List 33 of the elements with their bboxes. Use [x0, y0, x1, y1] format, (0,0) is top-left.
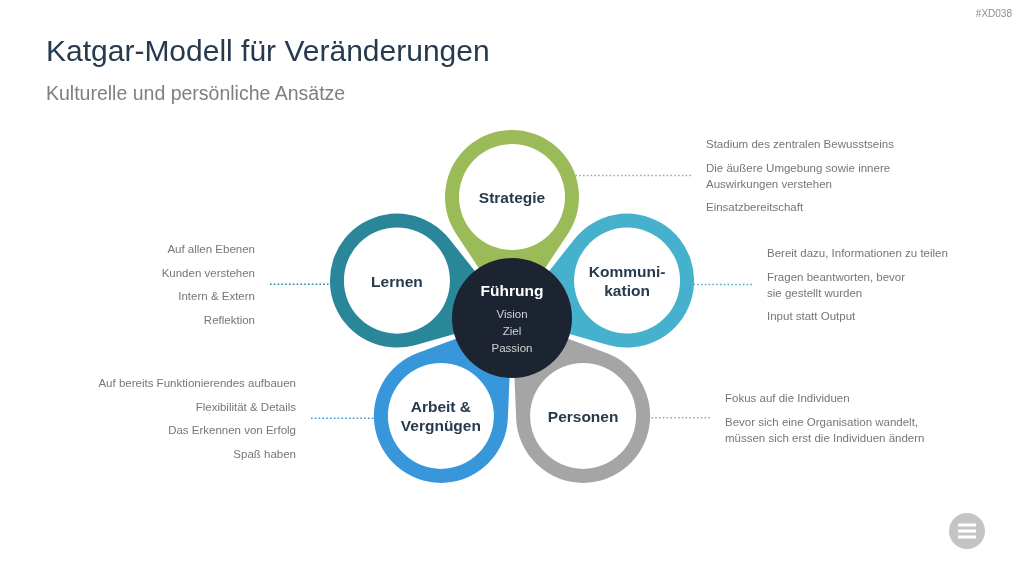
petal-label: Strategie: [478, 187, 546, 207]
petal-label: Personen: [547, 406, 619, 426]
center-title: Führung: [480, 280, 544, 300]
slide-title: Katgar-Modell für Veränderungen: [46, 33, 490, 69]
petal-label: Lernen: [371, 271, 423, 291]
slide-code: #XD038: [975, 7, 1012, 20]
leader-line: [693, 283, 753, 286]
note-text: Stadium des zentralen Bewusstseins: [706, 137, 894, 152]
petal-label: Arbeit & Vergnügen: [400, 396, 481, 435]
note-text: Die äußere Umgebung sowie innere Auswirkungen verstehen: [706, 160, 892, 192]
note-text: Bevor sich eine Organisation wandelt, müssen sich erst die Individuen ändern: [725, 414, 926, 446]
note-text: Bereit dazu, Informationen zu teilen: [767, 246, 948, 261]
leader-line: [269, 283, 331, 286]
leader-line: [649, 417, 711, 419]
note-text: Spaß haben: [233, 446, 296, 462]
note-text: Flexibilität & Details: [195, 399, 296, 415]
leader-line: [310, 417, 375, 420]
note-text: Input statt Output: [767, 309, 856, 324]
note-text: Auf allen Ebenen: [167, 242, 255, 257]
leader-line: [574, 174, 692, 177]
center-item: Passion: [491, 340, 533, 356]
note-text: Fragen beantworten, bevor sie gestellt wurden: [767, 269, 907, 301]
note-text: Reflektion: [203, 312, 255, 328]
note-text: Intern & Extern: [178, 289, 255, 304]
center-item: Vision: [496, 306, 528, 322]
note-text: Kunden verstehen: [161, 265, 255, 281]
note-text: Einsatzbereitschaft: [706, 200, 804, 215]
slide-subtitle: Kulturelle und persönliche Ansätze: [46, 81, 346, 105]
note-text: Das Erkennen von Erfolg: [168, 423, 296, 438]
petal-label: Kommuni- kation: [588, 261, 666, 300]
note-text: Fokus auf die Individuen: [725, 391, 850, 406]
center-item: Ziel: [502, 323, 522, 339]
note-text: Auf bereits Funktionierendes aufbauen: [98, 376, 296, 391]
